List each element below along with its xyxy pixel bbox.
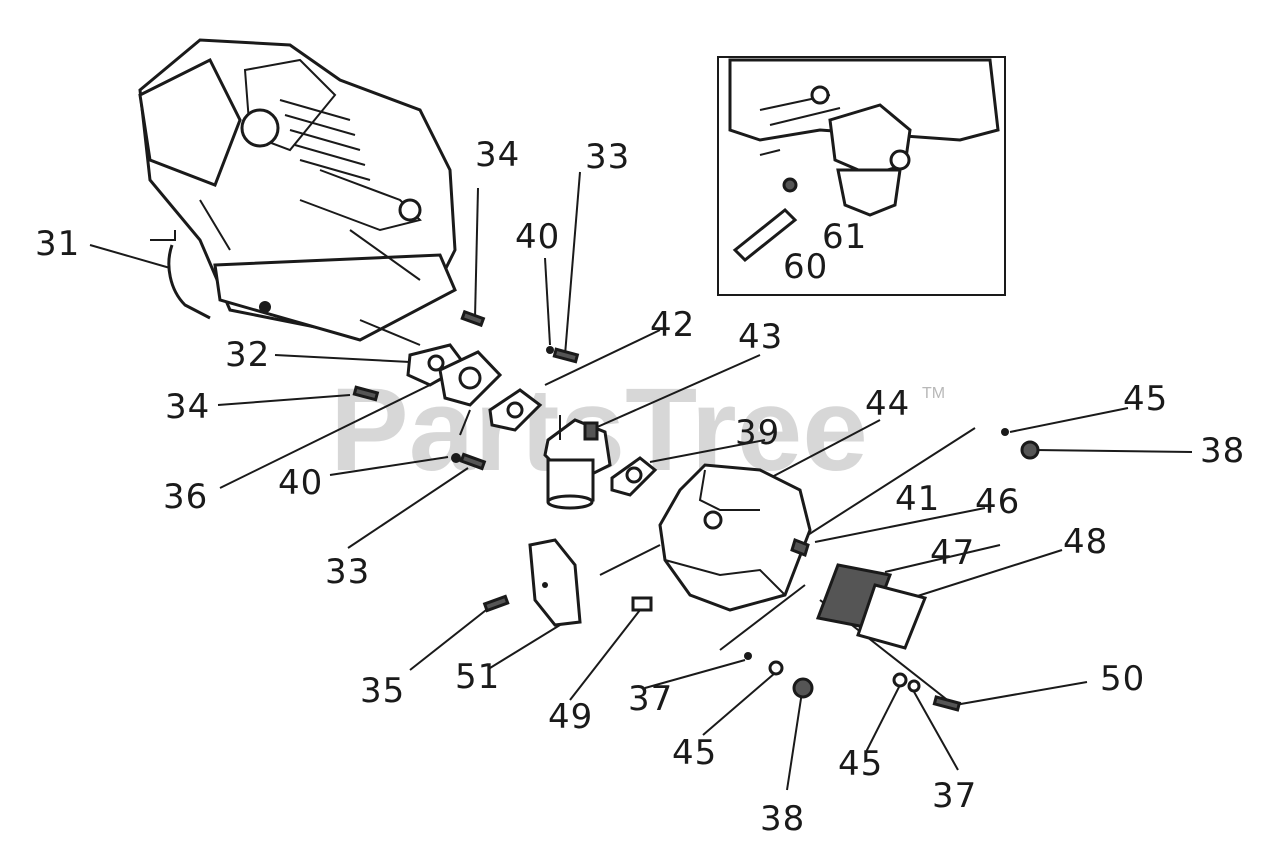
- callout-33-mid: 33: [325, 552, 370, 592]
- callout-61: 61: [822, 217, 867, 257]
- callout-37-left: 37: [628, 679, 673, 719]
- callout-37-right: 37: [932, 776, 977, 816]
- air-filter-icon: [815, 563, 928, 650]
- air-cleaner-housing-icon: [658, 463, 812, 612]
- callout-41: 41: [895, 479, 940, 519]
- callout-51: 51: [455, 657, 500, 697]
- callout-34-top: 34: [475, 135, 520, 175]
- carburetor-icon: [543, 415, 612, 510]
- callout-45-bottom-right: 45: [838, 744, 883, 784]
- callout-34-left: 34: [165, 387, 210, 427]
- spacer-49-icon: [631, 596, 653, 612]
- callout-40-mid: 40: [278, 463, 323, 503]
- fasteners-lower-icon: [744, 428, 1040, 699]
- callout-43: 43: [738, 317, 783, 357]
- callout-60: 60: [783, 247, 828, 287]
- callout-46: 46: [975, 482, 1020, 522]
- leader-lines: [89, 171, 1193, 791]
- callout-47: 47: [930, 533, 975, 573]
- callout-32: 32: [225, 335, 270, 375]
- callout-35: 35: [360, 671, 405, 711]
- hose-31-icon: [167, 244, 211, 320]
- gasket-42-icon: [488, 388, 543, 432]
- callout-39: 39: [735, 413, 780, 453]
- callout-33-top: 33: [585, 137, 630, 177]
- callout-45-bottom-left: 45: [672, 733, 717, 773]
- callout-36: 36: [163, 477, 208, 517]
- bracket-51-icon: [528, 538, 582, 627]
- gasket-39-icon: [610, 456, 658, 497]
- callout-38-top: 38: [1200, 431, 1245, 471]
- callout-42: 42: [650, 305, 695, 345]
- callout-40-top: 40: [515, 217, 560, 257]
- fuel-line-inset-icon: [717, 56, 1006, 296]
- watermark-tm: TM: [922, 385, 945, 402]
- callout-45-top: 45: [1123, 379, 1168, 419]
- callout-48: 48: [1063, 522, 1108, 562]
- callout-labels: 31 32 34 34 40 33 42 43 36 40 33 39 44 4…: [35, 135, 1245, 839]
- callout-31: 31: [35, 224, 80, 264]
- callout-38-bottom: 38: [760, 799, 805, 839]
- screws-icon: [352, 309, 962, 712]
- callout-50: 50: [1100, 659, 1145, 699]
- callout-49: 49: [548, 697, 593, 737]
- engine-block-icon: [138, 38, 457, 342]
- flange-36-icon: [438, 350, 503, 407]
- callout-44: 44: [865, 384, 910, 424]
